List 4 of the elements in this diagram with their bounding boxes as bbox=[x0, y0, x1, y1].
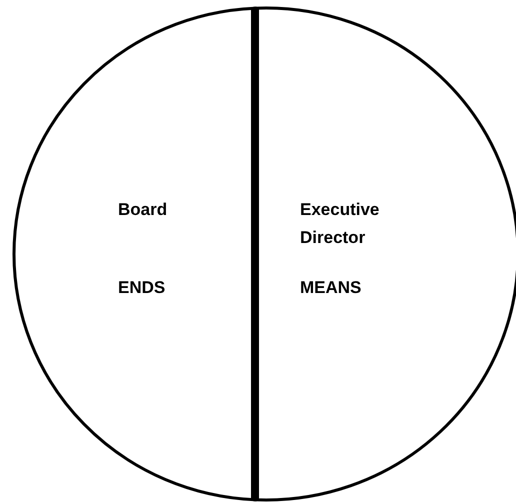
responsibility-label: MEANS bbox=[300, 276, 362, 299]
role-heading: Executive Director bbox=[300, 198, 380, 249]
responsibility-label: ENDS bbox=[118, 276, 166, 299]
role-heading: Board bbox=[118, 198, 168, 221]
